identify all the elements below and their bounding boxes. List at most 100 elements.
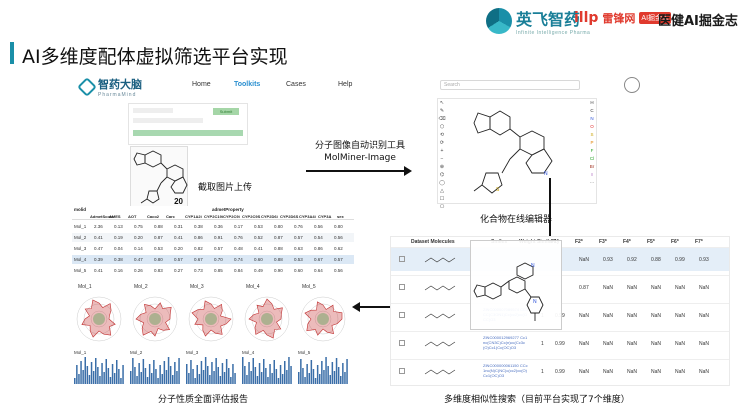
admet-column-header: CYP2C9S	[242, 214, 261, 219]
editor-tool-icon[interactable]: ☐	[439, 196, 445, 202]
table-row[interactable]: ZINC000012969277 Cc1nc(CN3C)Cc(n)cc(Cc3c…	[391, 331, 729, 355]
bar	[194, 378, 196, 384]
table-cell: 0.56	[314, 224, 323, 229]
molid-cell: Mol_2	[74, 235, 87, 240]
nav-cases[interactable]: Cases	[286, 81, 306, 88]
table-cell: 0.57	[294, 235, 303, 240]
molid-cell: Mol_5	[74, 268, 87, 273]
element-button[interactable]: O	[590, 124, 594, 129]
bar	[234, 373, 236, 384]
table-row[interactable]: ZINC000000061150 CCc1nc(N)C(NC)c(cc2)cc(…	[391, 359, 729, 383]
bar	[186, 364, 188, 384]
bar	[308, 373, 310, 384]
element-button[interactable]: C	[590, 108, 594, 113]
user-avatar-icon[interactable]	[624, 77, 640, 93]
pharmamind-logo[interactable]: 智药大脑 PharmaMind	[77, 76, 142, 98]
admet-column-header: CYP2C9i	[223, 214, 240, 219]
bar	[134, 367, 136, 384]
brand-icon	[486, 8, 512, 34]
editor-tool-icon[interactable]: △	[440, 188, 444, 194]
feature-cell: 0.99	[555, 369, 565, 375]
bar	[142, 359, 145, 384]
table-cell: 0.86	[314, 246, 323, 251]
bar	[263, 359, 265, 384]
bar	[211, 362, 213, 384]
bar	[321, 361, 323, 384]
row-checkbox[interactable]	[399, 284, 405, 290]
bar	[86, 366, 89, 384]
admet-column-header: AdmetScore	[90, 214, 114, 219]
table-cell: 0.20	[134, 235, 143, 240]
element-button[interactable]: ⋯	[589, 180, 595, 185]
table-cell: 0.57	[334, 257, 343, 262]
bar	[329, 375, 331, 384]
editor-tool-icon[interactable]: −	[440, 156, 444, 162]
row-checkbox[interactable]	[399, 312, 405, 318]
editor-tool-icon[interactable]: ✎	[439, 108, 445, 114]
radar-grid	[146, 310, 164, 328]
feature-cell: 0.99	[555, 341, 565, 347]
table-cell: 0.88	[154, 224, 163, 229]
element-button[interactable]: Br	[589, 164, 595, 169]
element-button[interactable]: F	[590, 148, 594, 153]
feature-cell: 0.88	[651, 257, 661, 263]
bar-chart-label: Mol_2	[130, 350, 143, 355]
editor-tool-icon[interactable]: ◯	[439, 180, 445, 186]
element-button[interactable]: N	[590, 116, 594, 121]
row-checkbox[interactable]	[399, 368, 405, 374]
upload-panel: Submit	[128, 103, 248, 145]
molecule-editor[interactable]: N S	[437, 98, 597, 204]
smiles-cell[interactable]: ZINC000000061150 CCc1nc(N)C(NC)c(cc2)cc(…	[483, 363, 528, 378]
molid-cell: Mol_1	[74, 224, 87, 229]
editor-tool-icon[interactable]: ⌫	[438, 116, 446, 122]
search-input[interactable]: Search	[440, 80, 580, 90]
bar	[316, 365, 319, 384]
radar-core	[149, 313, 161, 325]
bar	[252, 358, 254, 384]
table-cell: 0.41	[94, 235, 103, 240]
radar-grid	[76, 296, 122, 342]
editor-tool-icon[interactable]: ⬡	[439, 124, 445, 130]
nav-help[interactable]: Help	[338, 81, 353, 88]
brand-logo-yingfei: 英飞智药 Infinite Intelligence Pharma	[486, 6, 590, 36]
table-cell: 0.80	[154, 257, 163, 262]
element-button[interactable]: P	[590, 140, 594, 145]
bar	[103, 372, 105, 384]
editor-tool-icon[interactable]: ⎔	[439, 204, 445, 210]
admet-column-header: AMES	[109, 214, 121, 219]
feature-cell: NaN	[699, 285, 710, 291]
nav-home[interactable]: Home	[192, 81, 211, 88]
tool-name: MolMiner-Image	[324, 153, 396, 163]
editor-tool-icon[interactable]: ⊕	[439, 164, 445, 170]
leifeng-name: 雷锋网	[602, 13, 636, 25]
element-button[interactable]: Cl	[589, 156, 595, 161]
editor-tool-icon[interactable]: ⟲	[439, 132, 445, 138]
bar	[105, 359, 107, 384]
editor-tool-icon[interactable]: ⌬	[439, 172, 445, 178]
smiles-cell[interactable]: ZINC000012969277 Cc1nc(CN3C)Cc(n)cc(Cc3c…	[483, 335, 528, 350]
editor-tool-icon[interactable]: ⟳	[439, 140, 445, 146]
nav-toolkits[interactable]: Toolkits	[234, 81, 261, 88]
weight-cell: 1	[541, 369, 544, 375]
submit-button[interactable]: Submit	[213, 108, 239, 115]
bar	[323, 370, 325, 384]
row-checkbox[interactable]	[399, 340, 405, 346]
element-button[interactable]: I	[591, 172, 593, 177]
bar	[95, 358, 97, 384]
editor-tool-icon[interactable]: +	[440, 148, 444, 154]
query-molecule-overlay: N N	[470, 240, 562, 330]
radar-grid	[251, 303, 283, 335]
radar-chart: Mol_1	[72, 284, 126, 346]
element-button[interactable]: S	[590, 132, 594, 137]
editor-tool-icon[interactable]: ↖	[439, 100, 445, 106]
bar	[130, 371, 132, 384]
element-button[interactable]: H	[590, 100, 594, 105]
bar	[340, 376, 342, 384]
radar-series	[135, 302, 172, 337]
row-checkbox[interactable]	[399, 256, 405, 262]
